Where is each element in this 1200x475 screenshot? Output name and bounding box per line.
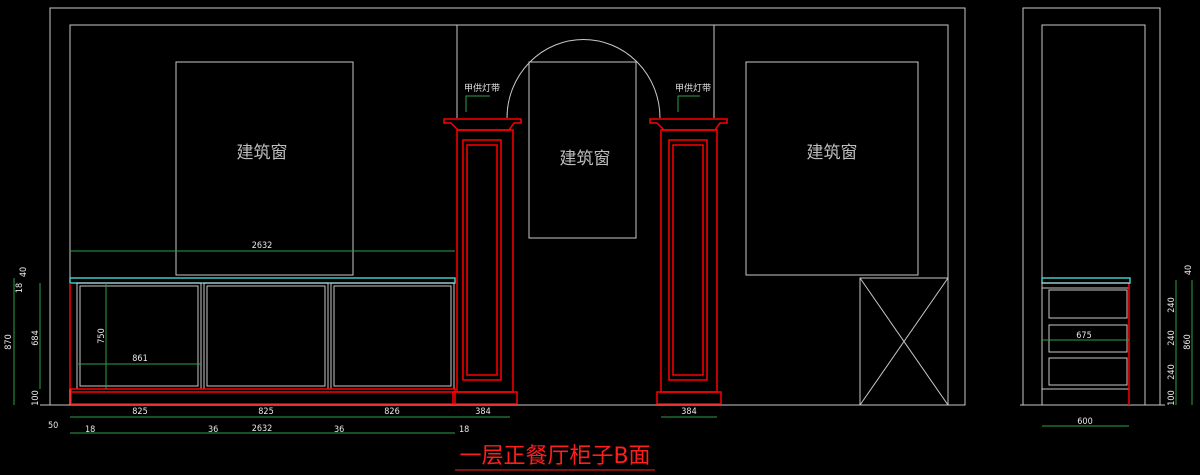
dim-text: 18 [15,283,25,293]
window-left: 建筑窗 [175,61,354,276]
wall-section [40,7,966,406]
dim-text: 18 [85,425,95,435]
dim-text: 50 [48,421,58,431]
dim-text: 825 [132,407,147,417]
note-text: 甲供灯带 [675,82,711,94]
dim-text: 240 [1167,297,1177,312]
dim-text: 18 [459,425,469,435]
dim-text: 384 [681,407,696,417]
dim-text: 100 [31,390,41,405]
dim-text: 825 [258,407,273,417]
counter-cabinet [69,277,456,405]
window-label: 建筑窗 [237,143,288,163]
dim-text: 240 [1167,330,1177,345]
dim-text: 240 [1167,364,1177,379]
dim-text: 36 [334,425,344,435]
light-strip-note-left: 甲供灯带 [464,82,500,112]
dim-text: 100 [1167,390,1177,405]
note-text: 甲供灯带 [464,82,500,94]
dim-text: 2632 [252,424,273,434]
light-strip-note-right: 甲供灯带 [675,82,711,112]
column-left [443,118,522,405]
side-elevation: 675 600 40 240 240 240 100 860 [1020,7,1194,427]
dim-text: 860 [1183,334,1193,349]
dim-text: 684 [31,330,41,345]
dim-text: 750 [97,328,107,343]
dim-text: 675 [1076,331,1091,341]
dim-text: 826 [384,407,399,417]
window-label: 建筑窗 [807,143,858,163]
dim-text: 2632 [252,241,273,251]
drawing-title: 一层正餐厅柜子B面 [459,444,650,469]
window-right: 建筑窗 [745,61,919,276]
side-box [859,277,949,406]
dim-text: 870 [4,334,14,349]
window-label: 建筑窗 [560,149,611,169]
dim-text: 36 [208,425,218,435]
dim-text: 40 [1184,265,1194,275]
column-right [649,118,728,405]
dim-text: 40 [19,267,29,277]
window-center: 建筑窗 [506,38,661,239]
dim-text: 861 [132,354,147,364]
dim-text: 384 [475,407,490,417]
main-dimensions: 2632 870 40 18 684 100 750 861 825 825 8… [4,241,717,435]
dim-text: 600 [1077,417,1092,427]
